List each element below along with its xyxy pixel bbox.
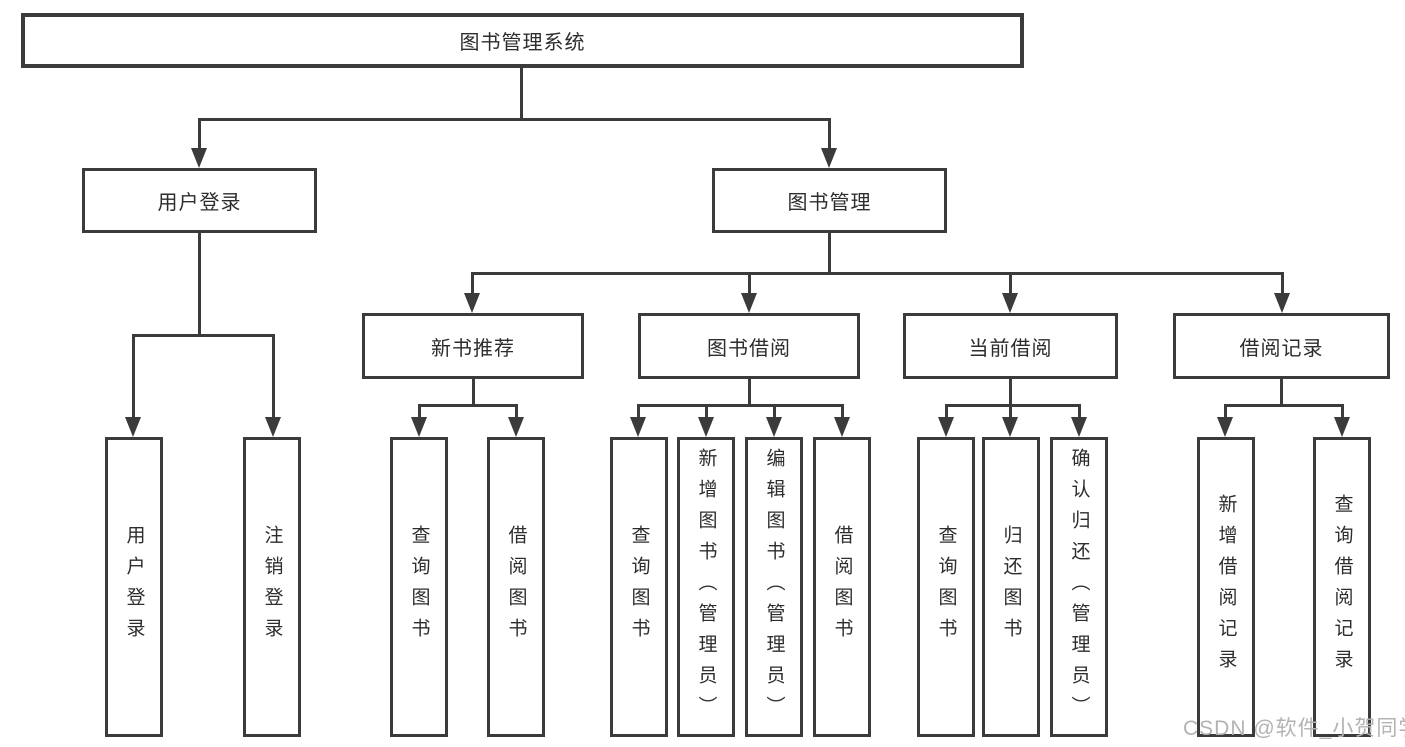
connector-arrowhead-icon [125, 417, 141, 437]
connector-line [1281, 272, 1284, 294]
connector-arrowhead-icon [265, 417, 281, 437]
leaf-query-books-borrow: 查询图书 [610, 437, 668, 737]
leaf-return-books: 归还图书 [982, 437, 1040, 737]
connector-arrowhead-icon [411, 417, 427, 437]
connector-arrowhead-icon [508, 417, 524, 437]
connector-arrowhead-icon [1217, 417, 1233, 437]
node-book-management: 图书管理 [712, 168, 947, 233]
connector-arrowhead-icon [698, 417, 714, 437]
node-label: 注销登录 [261, 525, 283, 649]
node-label: 归还图书 [1000, 525, 1022, 649]
connector-arrowhead-icon [741, 293, 757, 313]
connector-line [1224, 404, 1343, 407]
connector-line [748, 272, 751, 294]
connector-line [132, 334, 135, 419]
connector-arrowhead-icon [1071, 417, 1087, 437]
node-label: 查询图书 [408, 525, 430, 649]
node-label: 图书管理 [787, 192, 872, 214]
connector-arrowhead-icon [1002, 417, 1018, 437]
node-label: 新增借阅记录 [1215, 494, 1237, 680]
leaf-user-login: 用户登录 [105, 437, 163, 737]
leaf-borrow-books: 借阅图书 [813, 437, 871, 737]
node-label: 借阅图书 [505, 525, 527, 649]
node-label: 图书借阅 [707, 337, 791, 360]
connector-arrowhead-icon [191, 148, 207, 168]
leaf-borrow-books-recommend: 借阅图书 [487, 437, 545, 737]
connector-arrowhead-icon [1334, 417, 1350, 437]
connector-line [1078, 404, 1081, 418]
connector-line [705, 404, 708, 418]
connector-line [637, 404, 843, 407]
connector-arrowhead-icon [630, 417, 646, 437]
connector-line [515, 404, 518, 418]
connector-line [1009, 272, 1012, 294]
connector-line [418, 404, 421, 418]
node-library-system: 图书管理系统 [21, 13, 1024, 68]
leaf-logout: 注销登录 [243, 437, 301, 737]
node-borrow-records: 借阅记录 [1173, 313, 1390, 379]
connector-line [198, 118, 831, 121]
connector-arrowhead-icon [464, 293, 480, 313]
connector-line [198, 233, 201, 336]
connector-line [748, 379, 751, 406]
node-label: 查询图书 [935, 525, 957, 649]
connector-arrowhead-icon [766, 417, 782, 437]
connector-line [841, 404, 844, 418]
node-label: 图书管理系统 [459, 32, 586, 54]
leaf-query-borrow-record: 查询借阅记录 [1313, 437, 1371, 737]
node-label: 借阅图书 [831, 525, 853, 649]
node-label: 查询借阅记录 [1331, 494, 1353, 680]
connector-line [945, 404, 1080, 407]
node-label: 查询图书 [628, 525, 650, 649]
leaf-query-books-current: 查询图书 [917, 437, 975, 737]
connector-arrowhead-icon [834, 417, 850, 437]
connector-line [272, 334, 275, 419]
node-label: 新增图书（管理员） [695, 447, 717, 727]
leaf-query-books-recommend: 查询图书 [390, 437, 448, 737]
leaf-add-books-admin: 新增图书（管理员） [677, 437, 735, 737]
connector-line [132, 334, 274, 337]
connector-line [945, 404, 948, 418]
node-label: 借阅记录 [1239, 337, 1324, 360]
connector-arrowhead-icon [1274, 293, 1290, 313]
node-label: 确认归还（管理员） [1068, 447, 1090, 727]
leaf-add-borrow-record: 新增借阅记录 [1197, 437, 1255, 737]
node-label: 用户登录 [123, 525, 145, 649]
connector-line [472, 379, 475, 406]
connector-line [418, 404, 517, 407]
leaf-confirm-return-admin: 确认归还（管理员） [1050, 437, 1108, 737]
connector-line [1224, 404, 1227, 418]
connector-line [471, 272, 474, 294]
node-label: 当前借阅 [968, 337, 1053, 360]
connector-line [828, 233, 831, 274]
connector-arrowhead-icon [821, 148, 837, 168]
connector-line [198, 118, 201, 150]
connector-line [1009, 404, 1012, 418]
connector-arrowhead-icon [938, 417, 954, 437]
node-label: 编辑图书（管理员） [763, 447, 785, 727]
connector-line [471, 272, 1283, 275]
node-label: 新书推荐 [431, 337, 515, 360]
connector-arrowhead-icon [1002, 293, 1018, 313]
connector-line [637, 404, 640, 418]
leaf-edit-books-admin: 编辑图书（管理员） [745, 437, 803, 737]
connector-line [773, 404, 776, 418]
node-label: 用户登录 [157, 192, 242, 214]
connector-line [1009, 379, 1012, 406]
node-new-book-recommend: 新书推荐 [362, 313, 584, 379]
connector-line [520, 67, 523, 120]
node-book-borrow: 图书借阅 [638, 313, 860, 379]
connector-line [1280, 379, 1283, 406]
node-current-borrow: 当前借阅 [903, 313, 1118, 379]
node-user-login: 用户登录 [82, 168, 317, 233]
connector-line [828, 118, 831, 150]
connector-line [1341, 404, 1344, 418]
